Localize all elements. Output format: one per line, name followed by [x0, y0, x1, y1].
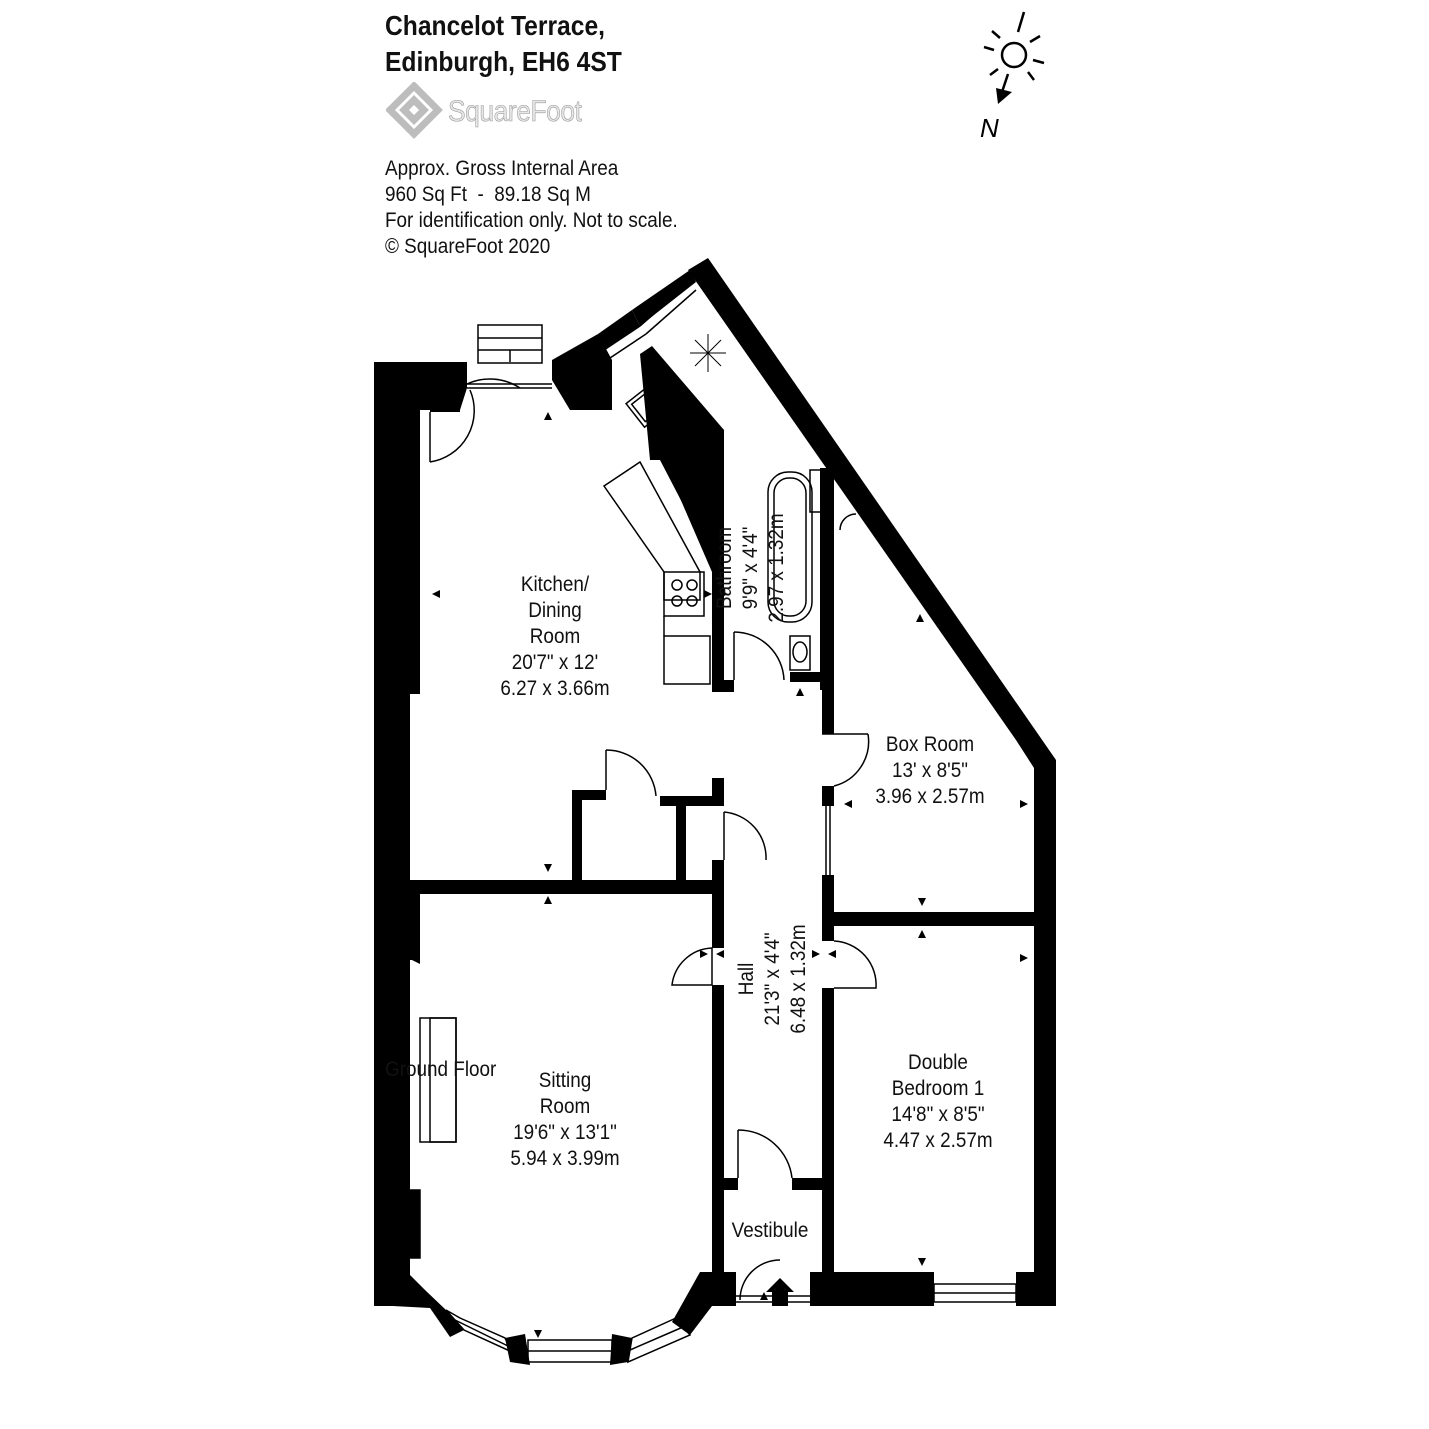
info-line-4: © SquareFoot 2020 [385, 235, 551, 258]
kitchen-name-2: Dining [528, 599, 582, 622]
wall-kitchen-bottom [410, 880, 724, 894]
area-info: Approx. Gross Internal Area 960 Sq Ft - … [385, 156, 678, 260]
room-bedroom-label: Double Bedroom 1 14'8" x 8'5" 4.47 x 2.5… [862, 1050, 1015, 1154]
wall-bathroom-left-bottom [712, 680, 734, 692]
squarefoot-logo-icon [386, 82, 443, 139]
wall-bedroom-bottom-right [1016, 1272, 1056, 1306]
wall-kitchen-top-left-stub [430, 404, 460, 412]
wall-left-strip [374, 362, 394, 1306]
wall-kitchen-diagonal [640, 346, 724, 692]
info-line-1: Approx. Gross Internal Area [385, 157, 619, 180]
sitting-imperial: 19'6" x 13'1" [513, 1121, 617, 1144]
wall-sitting-bottom-right [672, 1272, 736, 1335]
room-kitchen-label: Kitchen/ Dining Room 20'7" x 12' 6.27 x … [479, 572, 632, 702]
hall-imperial: 21'3" x 4'4" [761, 932, 784, 1026]
wall-bay-post-right [610, 1334, 632, 1365]
room-sitting-label: Sitting Room 19'6" x 13'1" 5.94 x 3.99m [489, 1068, 642, 1172]
sitting-name-1: Sitting [538, 1069, 592, 1092]
address-line-1: Chancelot Terrace, [385, 10, 606, 41]
info-line-3: For identification only. Not to scale. [385, 209, 678, 232]
wall-cupboard-top2 [660, 796, 724, 806]
sitting-metric: 5.94 x 3.99m [510, 1147, 620, 1170]
floor-label: Ground Floor [385, 1058, 497, 1081]
room-bathroom-label: Bathroom 9'9" x 4'4" 2.97 x 1.32m [712, 496, 790, 640]
wall-bathroom-bottom [790, 672, 824, 682]
bedroom-name-2: Bedroom 1 [891, 1077, 985, 1100]
wall-cupboard-left [572, 790, 582, 882]
wall-hall-right-lower [822, 988, 834, 1306]
wall-boxroom-bottom [834, 912, 1034, 926]
wall-hall-right-mid [822, 786, 834, 806]
wall-kitchen-column [660, 430, 712, 572]
wall-hall-left-mid [712, 860, 724, 948]
hall-metric: 6.48 x 1.32m [787, 924, 810, 1034]
wall-kitchen-top-right [552, 334, 612, 410]
bedroom-imperial: 14'8" x 8'5" [891, 1103, 985, 1126]
kitchen-name-3: Room [529, 625, 581, 648]
wall-top-angled-2 [632, 270, 696, 326]
vestibule-name: Vestibule [731, 1219, 809, 1242]
box-room-imperial: 13' x 8'5" [892, 759, 968, 782]
bathroom-imperial: 9'9" x 4'4" [739, 526, 762, 610]
bathroom-name: Bathroom [713, 527, 736, 609]
wall-top-angled [598, 310, 640, 350]
address-line-2: Edinburgh, EH6 4ST [385, 46, 622, 77]
wall-cupboard-top [572, 790, 606, 800]
wall-hall-right-mid2 [822, 875, 834, 941]
wall-cupboard-mid [676, 796, 686, 882]
wall-hall-right-upper [822, 682, 834, 734]
bedroom-metric: 4.47 x 2.57m [883, 1129, 993, 1152]
brand-name: SquareFoot [448, 95, 583, 129]
info-line-2: 960 Sq Ft - 89.18 Sq M [385, 183, 591, 206]
wall-hall-left-lower [712, 985, 724, 1305]
hall-name: Hall [735, 962, 758, 996]
wall-bay-post-left [505, 1334, 530, 1365]
bedroom-name-1: Double [908, 1051, 968, 1074]
kitchen-imperial: 20'7" x 12' [511, 651, 599, 674]
box-room-name: Box Room [885, 733, 975, 756]
wall-bathroom-right [820, 468, 834, 690]
bathroom-metric: 2.97 x 1.32m [765, 513, 788, 623]
room-box-room-label: Box Room 13' x 8'5" 3.96 x 2.57m [854, 732, 1007, 810]
wall-left-outer [374, 362, 467, 1337]
entrance-arrow-icon [766, 1278, 794, 1306]
kitchen-name-1: Kitchen/ [520, 573, 590, 596]
room-hall-label: Hall 21'3" x 4'4" 6.48 x 1.32m [734, 907, 812, 1051]
address-title: Chancelot Terrace, Edinburgh, EH6 4ST [385, 8, 622, 80]
kitchen-metric: 6.27 x 3.66m [500, 677, 610, 700]
room-vestibule-label: Vestibule [725, 1218, 815, 1244]
wall-bedroom-bottom-left [810, 1272, 934, 1306]
sitting-name-2: Room [539, 1095, 591, 1118]
wall-vestibule-top [792, 1178, 822, 1190]
box-room-metric: 3.96 x 2.57m [875, 785, 985, 808]
wall-vestibule-top-left [724, 1178, 738, 1190]
